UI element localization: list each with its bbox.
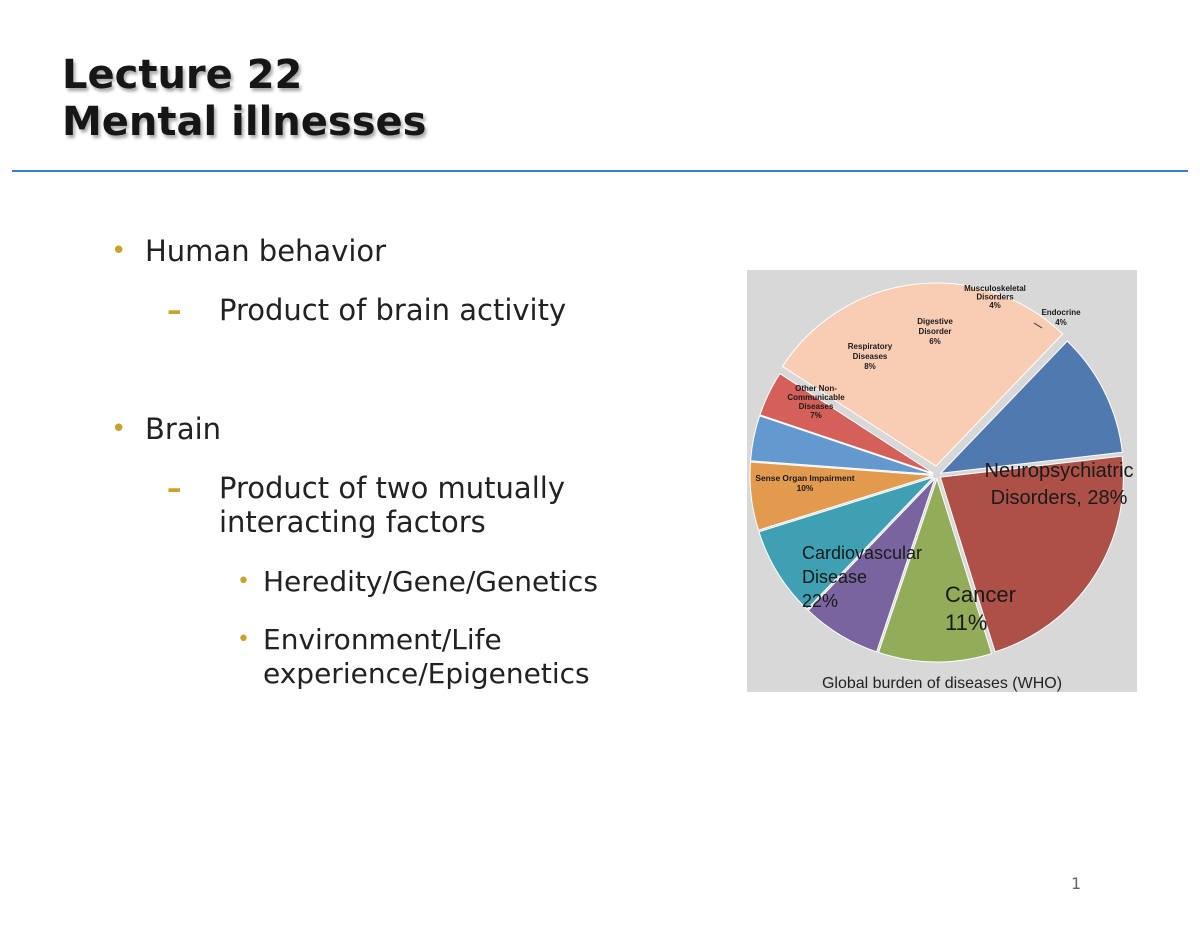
pie-slice-label-line: Endocrine: [1041, 308, 1081, 317]
bullet-text-line1: Environment/Life: [263, 623, 502, 656]
pie-slice-label-line: Diseases: [799, 402, 834, 411]
bullet-text: Brain: [145, 412, 222, 446]
pie-slice: [939, 340, 1123, 474]
pie-slice-label-line: 11%: [945, 610, 987, 635]
sub-bullet-brain-activity: – Product of brain activity: [167, 293, 567, 327]
pie-slice-label-line: 10%: [797, 483, 814, 493]
pie-slice: [759, 372, 934, 474]
pie-slice-label: Cancer 11%: [945, 582, 1016, 635]
title-divider: [12, 170, 1188, 172]
pie-slice-label-line: Communicable: [787, 393, 845, 402]
pie-slice-label-line: Disorders, 28%: [991, 487, 1128, 509]
bullet-text-line2: interacting factors: [219, 505, 486, 539]
sub-bullet-two-factors: – Product of two mutually interacting fa…: [167, 471, 565, 539]
bullet-dash-icon: –: [167, 471, 182, 505]
pie-slice-label-line: Respiratory: [848, 342, 893, 351]
pie-slice-label-line: 4%: [989, 301, 1001, 310]
pie-slice-label-line: Other Non-: [795, 384, 837, 393]
bullet-text: Product of brain activity: [219, 293, 567, 327]
pie-slice: [749, 461, 934, 531]
bullet-dot-icon: •: [111, 236, 127, 266]
pie-slice-label-line: Cancer: [945, 582, 1016, 607]
pie-slice-label-line: Diseases: [853, 352, 888, 361]
pie-slice-label-line: Cardiovascular: [802, 543, 922, 563]
sub-sub-bullet-environment: • Environment/Life experience/Epigenetic…: [237, 623, 590, 691]
pie-slice-label-line: 8%: [864, 362, 876, 371]
pie-slice-label-line: 6%: [929, 337, 941, 346]
bullet-text-line1: Product of two mutually: [219, 471, 565, 505]
slide-title-line1: Lecture 22: [62, 52, 303, 98]
pie-slice: [877, 477, 993, 663]
bullet-text: Heredity/Gene/Genetics: [263, 565, 598, 598]
bullet-dot-icon: •: [237, 627, 250, 652]
pie-slice-label-line: Musculoskeletal: [964, 284, 1026, 293]
pie-slice: [781, 282, 1064, 467]
sub-sub-bullet-heredity: • Heredity/Gene/Genetics: [237, 565, 598, 599]
bullet-brain: • Brain: [111, 412, 222, 446]
bullet-text: Human behavior: [145, 234, 387, 268]
pie-slice: [750, 415, 934, 475]
pie-slice: [807, 478, 936, 653]
pie-slice-label-line: Disorder: [919, 327, 952, 336]
pie-slice-label-line: Disease: [802, 567, 867, 587]
pie-slice-label-line: Digestive: [917, 317, 953, 326]
pie-slice-label-line: Sense Organ Impairment: [755, 473, 854, 483]
pie-slice-label-line: Disorders: [976, 293, 1014, 302]
bullet-dash-icon: –: [167, 293, 182, 327]
pie-slice-label-line: 4%: [1055, 318, 1067, 327]
slide-number: 1: [1071, 874, 1082, 893]
bullet-human-behavior: • Human behavior: [111, 234, 387, 268]
pie-slice: [758, 476, 934, 610]
chart-title: Global burden of diseases (WHO): [822, 675, 1062, 692]
bullet-text-line2: experience/Epigenetics: [263, 657, 590, 690]
pie-slice: [939, 455, 1124, 653]
bullet-dot-icon: •: [111, 414, 127, 444]
bullet-dot-icon: •: [237, 569, 250, 594]
endocrine-leader-line: [1033, 322, 1043, 329]
slide-title-line2: Mental illnesses: [62, 99, 427, 145]
pie-slice-label-line: 22%: [802, 591, 838, 611]
pie-slice-label-line: 7%: [810, 411, 822, 420]
pie-slice-label-line: Neuropsychiatric: [985, 460, 1134, 482]
slide-title: Lecture 22 Mental illnesses: [62, 52, 426, 146]
